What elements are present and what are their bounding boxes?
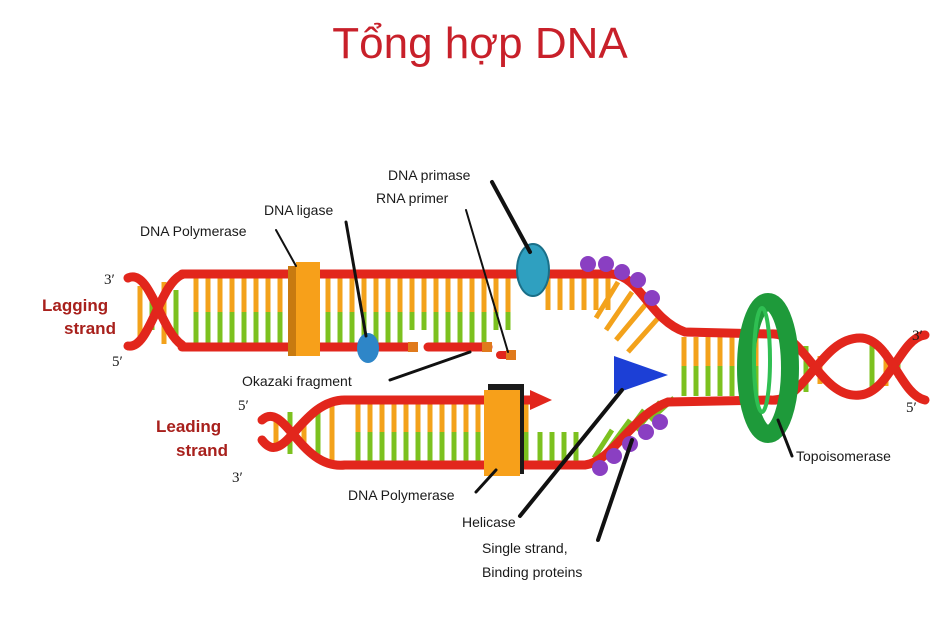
label-topoisomerase: Topoisomerase <box>796 448 891 464</box>
topoisomerase-highlight <box>752 306 772 414</box>
pointer-polymerase-bottom <box>474 468 498 494</box>
end-leading-bottom: 3′ <box>232 470 243 486</box>
ssb-protein <box>630 272 646 288</box>
end-right-top: 3′ <box>912 328 923 344</box>
dna-ligase-shape <box>357 333 379 363</box>
ssb-protein <box>580 256 596 272</box>
base-single <box>626 314 662 354</box>
polymerase-top-side <box>288 266 296 356</box>
leading-left-helix-b <box>257 395 350 452</box>
ssb-proteins <box>580 256 668 476</box>
label-dna-primase: DNA primase <box>388 167 471 183</box>
ssb-protein <box>592 460 608 476</box>
dna-polymerase-top <box>288 262 320 356</box>
helicase-shape <box>614 356 668 394</box>
label-dna-ligase: DNA ligase <box>264 202 333 218</box>
base-single <box>593 280 621 320</box>
label-leading-line2: strand <box>176 441 228 460</box>
pointer-ssb <box>596 438 634 542</box>
pointer-polymerase-top <box>275 229 297 267</box>
pointer-okazaki <box>388 350 472 382</box>
ssb-protein <box>644 290 660 306</box>
pointer-ligase <box>344 220 368 338</box>
end-lagging-bottom: 5′ <box>112 354 123 370</box>
label-ssb-line2: Binding proteins <box>482 564 582 580</box>
label-rna-primer: RNA primer <box>376 190 449 206</box>
rna-primers <box>408 342 516 360</box>
ssb-protein <box>638 424 654 440</box>
label-ssb-line1: Single strand, <box>482 540 568 556</box>
rna-primer-3 <box>506 350 516 360</box>
ssb-protein <box>606 448 622 464</box>
polymerase-top-body <box>296 262 320 356</box>
topoisomerase-ring <box>737 293 799 443</box>
lagging-left-helix-a <box>123 272 187 350</box>
base-single <box>603 290 635 332</box>
polymerase-bottom-body <box>484 390 520 476</box>
end-lagging-top: 3′ <box>104 272 115 288</box>
leading-template-backbone <box>340 395 775 470</box>
dna-primase-shape <box>516 243 550 297</box>
base-single <box>591 428 615 460</box>
pointer-primase <box>490 180 532 254</box>
ssb-protein <box>614 264 630 280</box>
end-right-bottom: 5′ <box>906 400 917 416</box>
leading-arrowhead <box>530 390 552 410</box>
topoisomerase <box>737 293 799 443</box>
label-lagging-line2: strand <box>64 319 116 338</box>
pointer-helicase <box>518 388 624 518</box>
base-single <box>614 302 648 342</box>
label-okazaki-fragment: Okazaki fragment <box>242 373 352 389</box>
dna-polymerase-bottom <box>484 384 524 476</box>
pointer-topoisomerase <box>776 418 794 458</box>
ssb-protein <box>598 256 614 272</box>
rna-primer-2 <box>482 342 492 352</box>
label-leading-line1: Leading <box>156 417 221 436</box>
ssb-protein <box>652 414 668 430</box>
label-dna-polymerase-bottom: DNA Polymerase <box>348 487 455 503</box>
pointer-lines <box>275 180 794 542</box>
end-leading-top: 5′ <box>238 398 249 414</box>
rna-primer-1 <box>408 342 418 352</box>
label-dna-polymerase-top: DNA Polymerase <box>140 223 247 239</box>
pointer-rna-primer <box>465 209 509 353</box>
label-helicase: Helicase <box>462 514 516 530</box>
lagging-left-helix-b <box>123 269 189 351</box>
label-lagging-line1: Lagging <box>42 296 108 315</box>
page-title: Tổng hợp DNA <box>332 19 628 68</box>
